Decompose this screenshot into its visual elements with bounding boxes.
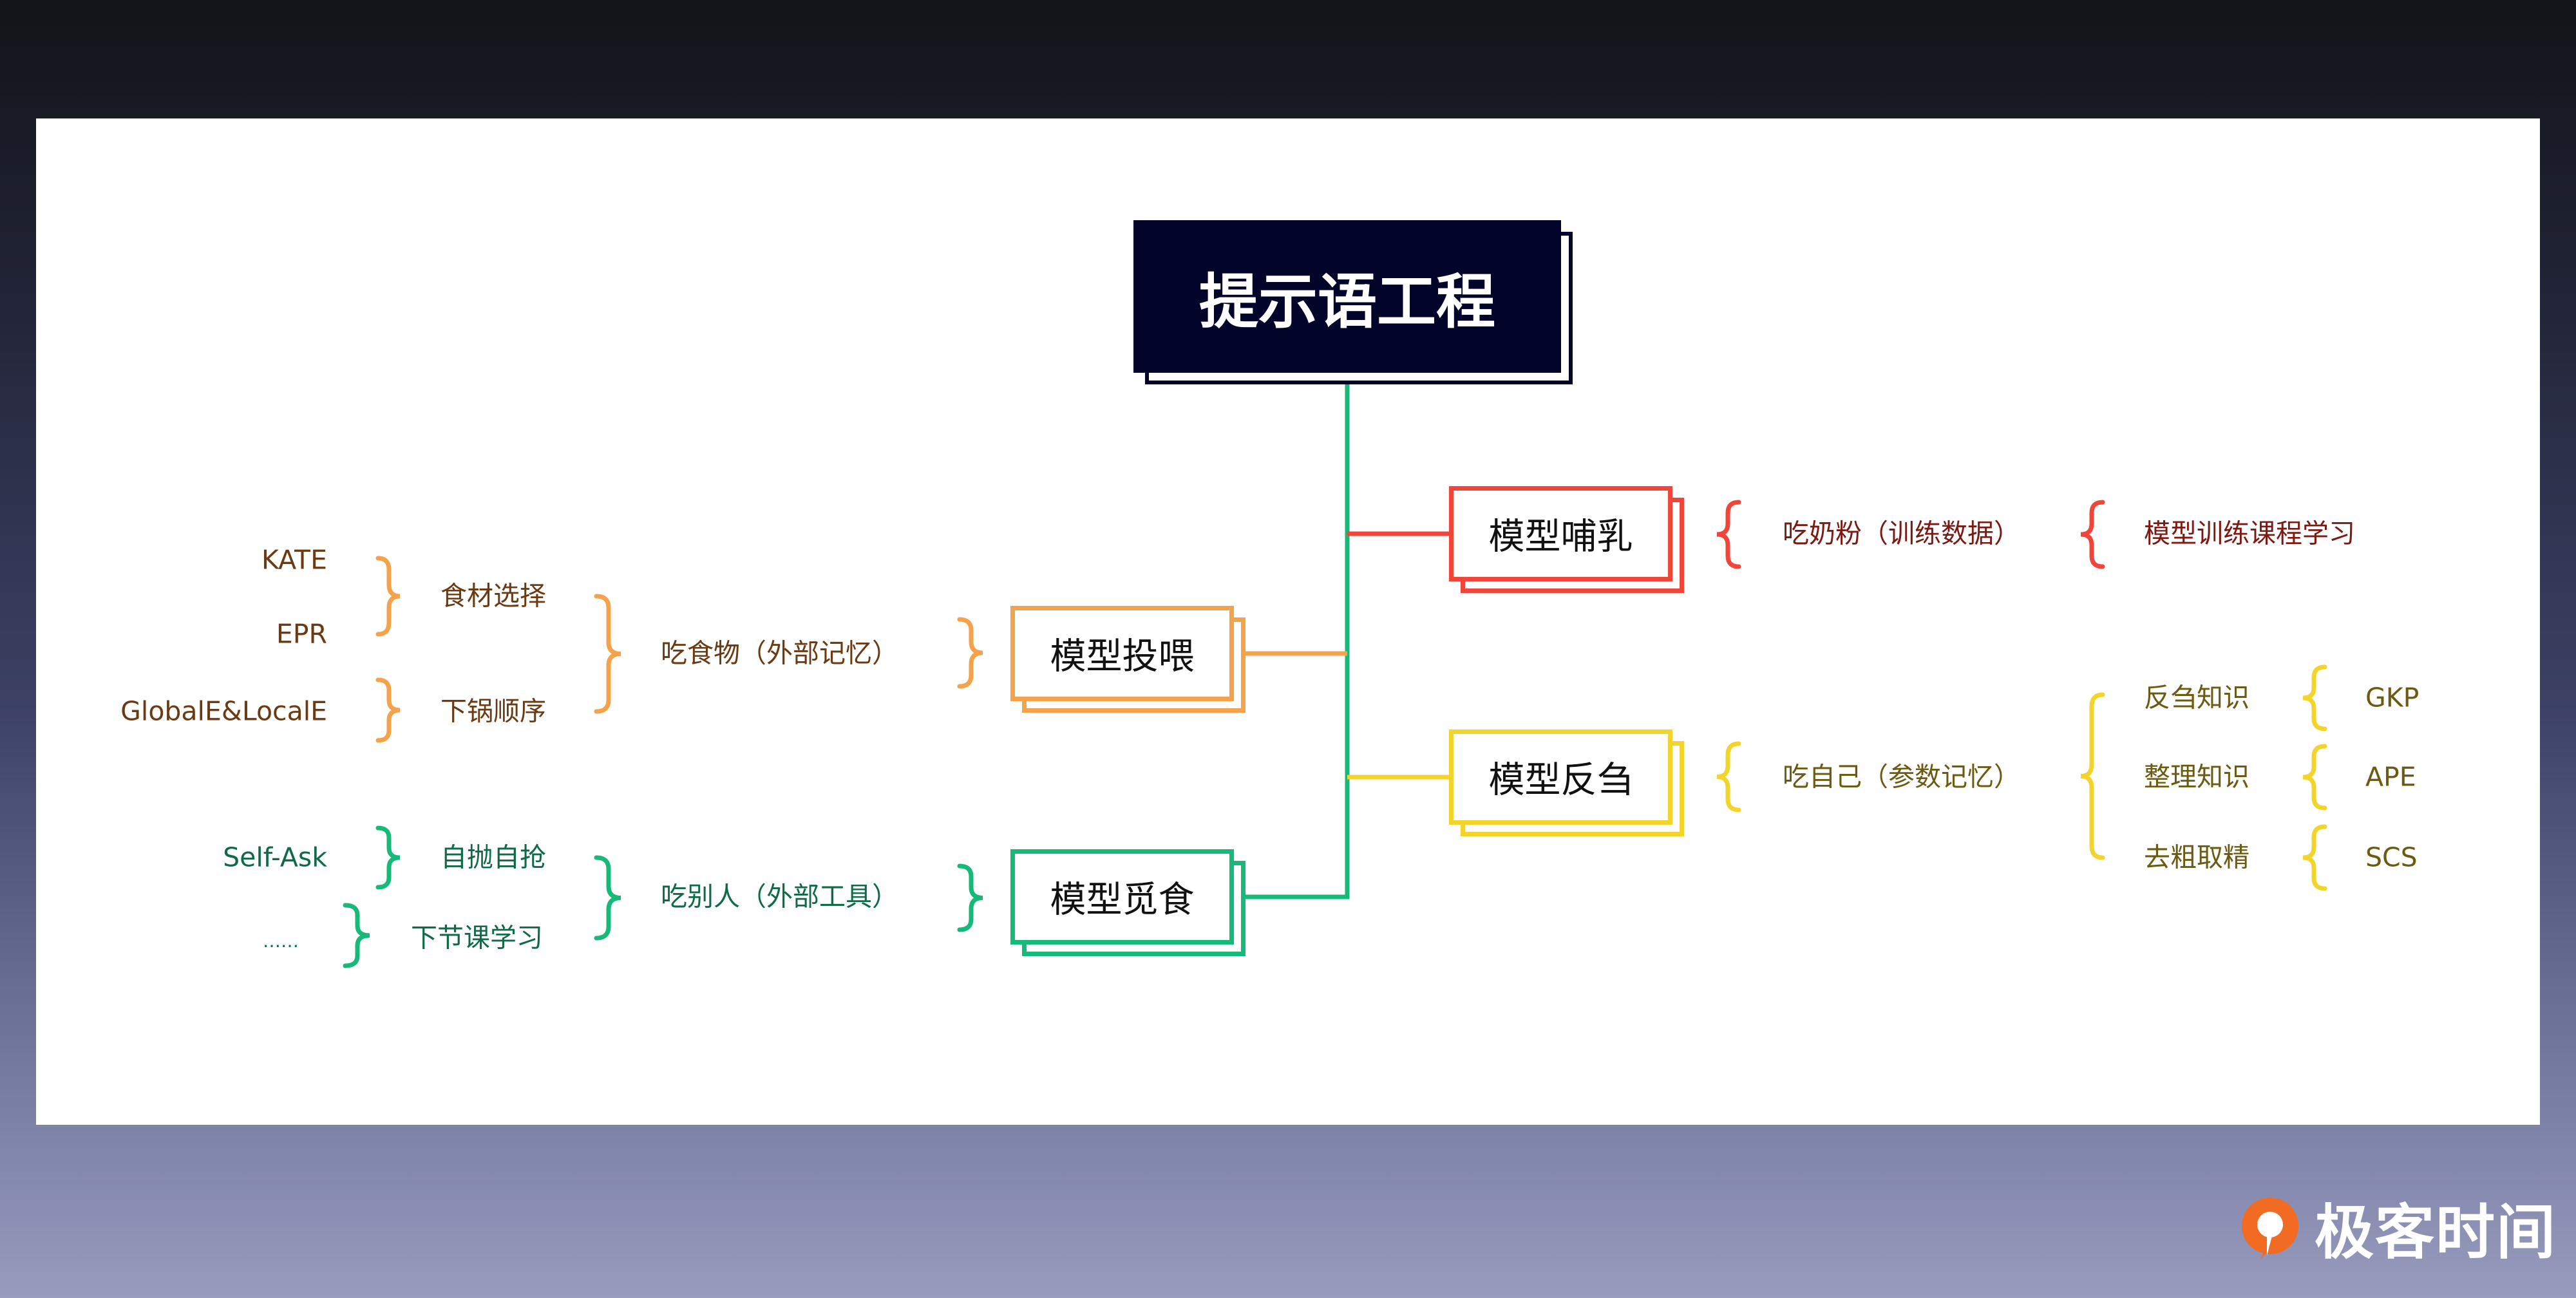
foraging-technique: Self-Ask: [223, 842, 327, 873]
foraging-technique: ……: [263, 930, 299, 952]
geektime-logo-icon: [2242, 1197, 2298, 1259]
foraging-box: 模型觅食: [1010, 849, 1234, 945]
technique-brace: [2302, 824, 2327, 891]
feeding-technique: KATE: [261, 544, 327, 576]
nursing-eat: 吃奶粉（训练数据）: [1783, 518, 2020, 549]
feeding-box: 模型投喂: [1010, 606, 1234, 701]
feeding-group-brace: [375, 677, 401, 743]
title-box: 提示语工程: [1133, 220, 1561, 373]
rumination-technique: SCS: [2365, 842, 2418, 873]
rumination-eat: 吃自己（参数记忆）: [1783, 761, 2020, 793]
feeding-eat: 吃食物（外部记忆）: [661, 637, 898, 669]
feeding-technique: EPR: [276, 618, 327, 650]
nursing-box: 模型哺乳: [1449, 486, 1672, 581]
foraging-groups-brace: [594, 855, 621, 941]
rumination-technique: APE: [2365, 761, 2416, 793]
rumination-box: 模型反刍: [1449, 729, 1672, 825]
rumination-technique: GKP: [2365, 682, 2420, 713]
foraging-eat: 吃别人（外部工具）: [661, 881, 898, 912]
nursing-detail-brace: [2080, 500, 2105, 569]
foraging-group-brace: [343, 903, 370, 968]
feeding-technique: GlobalE&LocalE: [120, 695, 327, 727]
foraging-group: 下节课学习: [411, 922, 543, 954]
foraging-eat-brace: [957, 863, 983, 932]
rumination-label: 模型反刍: [1488, 759, 1633, 802]
technique-brace: [2302, 664, 2327, 731]
foraging-group-brace: [375, 825, 401, 890]
feeding-group: 食材选择: [440, 580, 546, 612]
geektime-logo-text: 极客时间: [2315, 1198, 2557, 1267]
feeding-eat-brace: [957, 617, 983, 689]
technique-brace: [2302, 744, 2327, 811]
rumination-brace: [1716, 741, 1741, 813]
rumination-method: 反刍知识: [2144, 682, 2249, 713]
rumination-methods-brace: [2080, 692, 2105, 860]
foraging-group: 自抛自抢: [440, 842, 546, 873]
nursing-brace: [1716, 500, 1741, 569]
feeding-label: 模型投喂: [1050, 635, 1195, 678]
diagram-title: 提示语工程: [1198, 267, 1495, 336]
rumination-method: 去粗取精: [2144, 842, 2249, 873]
foraging-label: 模型觅食: [1050, 879, 1195, 921]
nursing-label: 模型哺乳: [1488, 516, 1633, 558]
geektime-logo: 极客时间: [2235, 1185, 2557, 1270]
feeding-group: 下锅顺序: [440, 695, 546, 727]
feeding-groups-brace: [594, 594, 621, 714]
feeding-group-brace: [375, 556, 401, 637]
rumination-method: 整理知识: [2144, 761, 2249, 793]
nursing-detail: 模型训练课程学习: [2144, 518, 2355, 549]
